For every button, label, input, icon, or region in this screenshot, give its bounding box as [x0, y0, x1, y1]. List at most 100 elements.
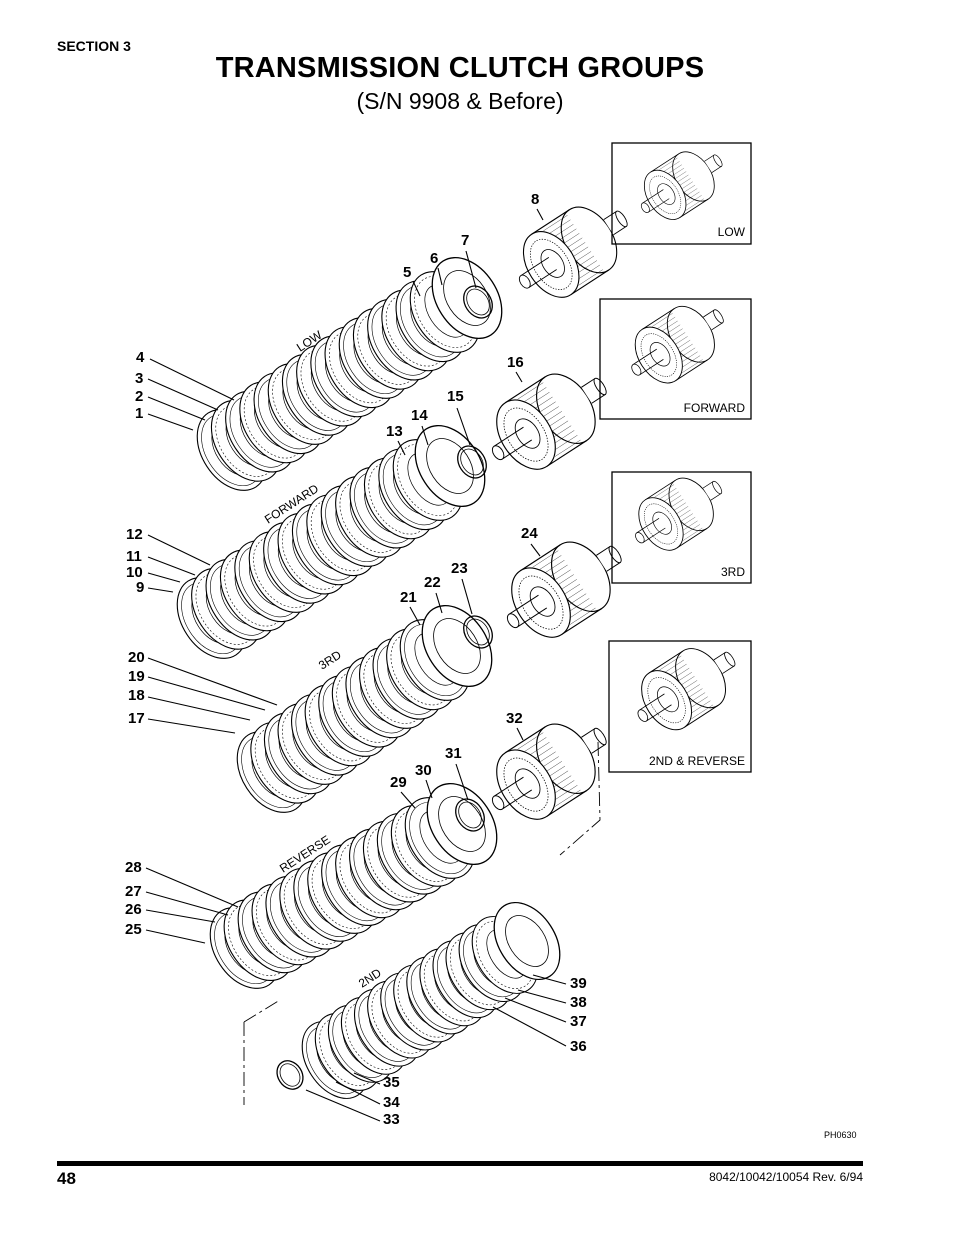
leader-line: [492, 1006, 567, 1047]
callout-17: 17: [128, 710, 145, 727]
snap-ring: [463, 615, 493, 649]
leader-line: [435, 592, 443, 614]
leader-line: [421, 425, 429, 446]
photo-code: PH0630: [824, 1130, 857, 1140]
callout-22: 22: [424, 574, 441, 591]
callout-21: 21: [400, 589, 417, 606]
leader-line: [397, 440, 406, 456]
clutch-housings: [491, 206, 628, 820]
footer-rule: [57, 1161, 863, 1166]
callout-18: 18: [128, 687, 145, 704]
callout-39: 39: [570, 975, 587, 992]
callout-27: 27: [125, 883, 142, 900]
clutch-housing: [631, 305, 724, 384]
leader-line: [147, 534, 211, 566]
leader-line: [147, 572, 181, 583]
clutch-housing: [637, 648, 736, 731]
callout-26: 26: [125, 901, 142, 918]
callout-6: 6: [430, 250, 438, 267]
inset-label-third: 3RD: [721, 565, 745, 579]
callout-25: 25: [125, 921, 142, 938]
leader-line: [145, 867, 239, 908]
leader-line: [517, 989, 567, 1004]
group-label-third: 3RD: [316, 648, 344, 673]
callout-13: 13: [386, 423, 403, 440]
callout-34: 34: [383, 1094, 400, 1111]
callout-24: 24: [521, 525, 538, 542]
leader-line: [305, 1089, 381, 1122]
clutch-housing: [640, 151, 723, 220]
section-label: SECTION 3: [57, 38, 131, 54]
leader-line: [147, 718, 236, 734]
callout-11: 11: [126, 548, 142, 565]
leader-line: [530, 543, 541, 557]
callout-30: 30: [415, 762, 432, 779]
leader-line: [147, 676, 266, 711]
snap-ring: [455, 798, 485, 832]
disc-stack: [176, 424, 486, 659]
callout-29: 29: [390, 774, 407, 791]
leader-line: [412, 280, 421, 297]
callout-5: 5: [403, 264, 411, 281]
revision-text: 8042/10042/10054 Rev. 6/94: [709, 1170, 863, 1184]
callout-15: 15: [447, 388, 464, 405]
disc-stack: [301, 901, 561, 1099]
callout-12: 12: [126, 526, 143, 543]
page-number: 48: [57, 1169, 76, 1188]
leader-line: [147, 587, 174, 593]
leader-line: [353, 1072, 381, 1085]
leader-line: [515, 371, 523, 383]
callout-31: 31: [445, 745, 462, 762]
leader-line: [149, 358, 235, 401]
leader-line: [145, 929, 206, 944]
callout-4: 4: [136, 349, 145, 366]
leader-line: [456, 407, 471, 446]
leader-line: [425, 779, 433, 799]
callout-14: 14: [411, 407, 428, 424]
leader-line: [147, 413, 194, 431]
leader-line: [145, 909, 216, 923]
callout-16: 16: [507, 354, 524, 371]
leader-line: [455, 763, 469, 801]
leader-line: [147, 556, 196, 576]
callout-33: 33: [383, 1111, 400, 1128]
callout-10: 10: [126, 564, 143, 581]
leader-line: [147, 657, 278, 706]
inset-forward: FORWARD: [599, 298, 752, 420]
callout-numbers: 1 2 3 4 5 6 7 8 9 10 11 12 13 14 15 16 1…: [125, 191, 587, 1128]
clutch-disc-stacks: [176, 256, 561, 1099]
leader-line: [335, 1081, 381, 1105]
callout-8: 8: [531, 191, 539, 208]
callout-3: 3: [135, 370, 143, 387]
leader-line: [536, 208, 544, 221]
inset-second-reverse: 2ND & REVERSE: [608, 640, 752, 773]
clutch-housing: [491, 373, 607, 470]
leader-line: [532, 974, 567, 985]
callout-36: 36: [570, 1038, 587, 1055]
clutch-housing: [491, 723, 607, 820]
phantom-outline: [243, 741, 601, 1105]
callout-38: 38: [570, 994, 587, 1011]
disc-stack: [209, 782, 498, 989]
leader-line: [409, 606, 421, 626]
callout-28: 28: [125, 859, 142, 876]
callout-19: 19: [128, 668, 145, 685]
leader-line: [400, 791, 416, 809]
callout-1: 1: [135, 405, 143, 422]
callout-32: 32: [506, 710, 523, 727]
leader-line: [147, 378, 219, 411]
pressure-plate: [421, 604, 493, 688]
leader-line: [147, 696, 251, 721]
leader-line: [516, 727, 524, 741]
clutch-housing: [518, 206, 628, 298]
clutch-housing: [506, 541, 622, 638]
clutch-housing: [635, 477, 723, 551]
leader-lines: [145, 208, 567, 1122]
inset-label-low: LOW: [718, 225, 746, 239]
snap-ring: [463, 285, 493, 319]
page-title: TRANSMISSION CLUTCH GROUPS: [215, 52, 705, 84]
inset-third: 3RD: [611, 471, 752, 584]
callout-35: 35: [383, 1074, 400, 1091]
